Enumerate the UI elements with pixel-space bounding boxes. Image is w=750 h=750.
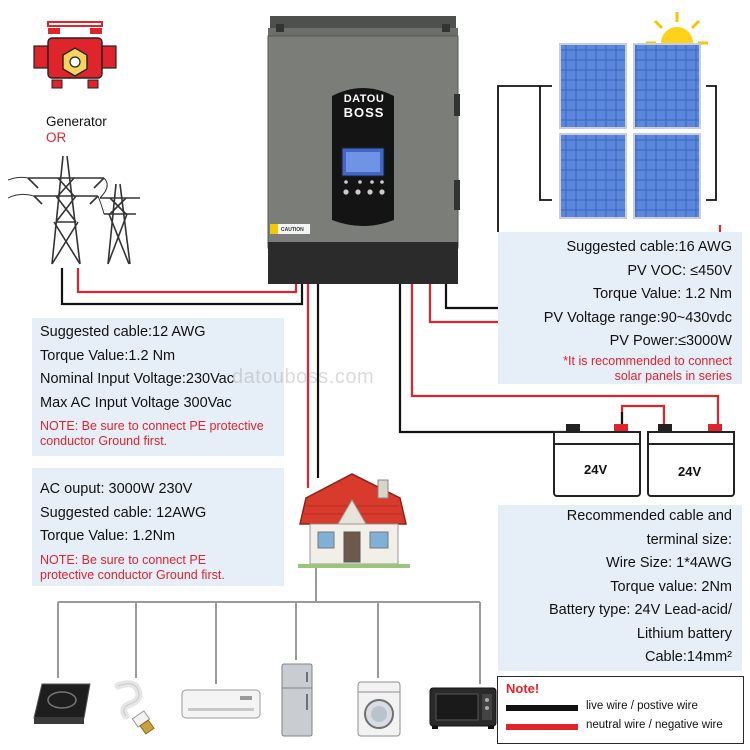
solar-panel [633,43,701,129]
pv-info-box: Suggested cable:16 AWG PV VOC: ≤450V Tor… [498,232,742,384]
wire-pv-black [444,284,498,310]
solar-panel [559,43,627,129]
washing-machine-icon [357,681,401,737]
ac-input-line-cable: Suggested cable:12 AWG [40,324,206,340]
pv-line-power: PV Power:≤3000W [609,333,732,349]
ac-input-line-max: Max AC Input Voltage 300Vac [40,394,232,411]
ac-output-line-cable: Suggested cable: 12AWG [40,504,207,521]
power-grid-tower-icon [8,155,140,265]
pv-line-cable: Suggested cable:16 AWG [566,239,732,255]
brand-line-1: DATOU [343,93,385,105]
inverter-unit [267,16,460,284]
ac-output-line-power: AC ouput: 3000W 230V [40,481,193,497]
ac-output-info-box: AC ouput: 3000W 230V Suggested cable: 12… [32,468,284,586]
refrigerator-icon [281,663,313,737]
battery-info-box: Recommended cable and terminal size: Wir… [498,505,742,671]
solar-panel-array [559,43,701,219]
battery-line-cable: Cable:14mm² [644,649,732,665]
pv-note: *It is recommended to connect solar pane… [563,353,732,383]
battery-2-label: 24V [678,464,702,479]
legend-title: Note! [506,681,540,696]
house-icon [298,473,410,568]
generator-icon [33,21,117,89]
pv-bracket [539,85,552,201]
wire-grid-black [60,268,304,306]
pv-line-torque: Torque Value: 1.2 Nm [592,286,732,302]
brand-logo: DATOU BOSS [340,92,388,120]
wire-grid-red [76,268,298,294]
battery-line-wire-size: Wire Size: 1*4AWG [606,555,732,571]
wire-pv-bracket-link [497,85,540,232]
ac-input-note: NOTE: Be sure to connect PE protective c… [40,419,264,448]
generator-label: Generator [46,114,107,129]
battery-line-terminal: terminal size: [646,531,732,548]
ac-output-line-torque: Torque Value: 1.2Nm [40,528,176,544]
ac-input-line-torque: Torque Value:1.2 Nm [40,347,176,364]
air-conditioner-icon [181,689,261,719]
wire-pv-red [428,284,498,324]
battery-line-recommended: Recommended cable and [566,508,732,524]
light-bulb-icon [114,680,155,735]
battery-line-torque: Torque value: 2Nm [610,578,732,595]
caution-label: CAUTION [281,227,304,233]
legend-neutral-swatch [506,724,578,730]
watermark: datouboss.com [232,366,375,388]
battery-line-type: Battery type: 24V Lead-acid/ [549,602,732,618]
ac-output-note: NOTE: Be sure to connect PE protective c… [40,552,225,582]
ac-input-line-nominal: Nominal Input Voltage:230Vac [40,371,235,387]
battery-icon [553,424,641,497]
battery-bank [553,424,735,497]
battery-line-lithium: Lithium battery [636,625,732,642]
battery-icon [647,424,735,497]
pv-bracket-right [706,85,717,201]
wire-batt-black [398,284,574,434]
or-label: OR [46,130,67,145]
induction-cooker-icon [33,683,91,724]
legend-live-swatch [506,705,578,711]
legend-neutral-label: neutral wire / negative wire [586,719,723,731]
pv-line-voltage-range: PV Voltage range:90~430vdc [543,309,732,326]
wire-batt-red [410,284,720,424]
brand-line-2: BOSS [343,105,385,120]
solar-panel [559,133,627,219]
microwave-oven-icon [429,687,497,729]
solar-panel [633,133,701,219]
wire-legend: Note! live wire / postive wire neutral w… [497,676,744,744]
legend-live-label: live wire / postive wire [586,700,698,712]
battery-1-label: 24V [584,462,608,477]
ac-input-info-box: Suggested cable:12 AWG Torque Value:1.2 … [32,318,284,456]
pv-line-voc: PV VOC: ≤450V [627,262,732,279]
